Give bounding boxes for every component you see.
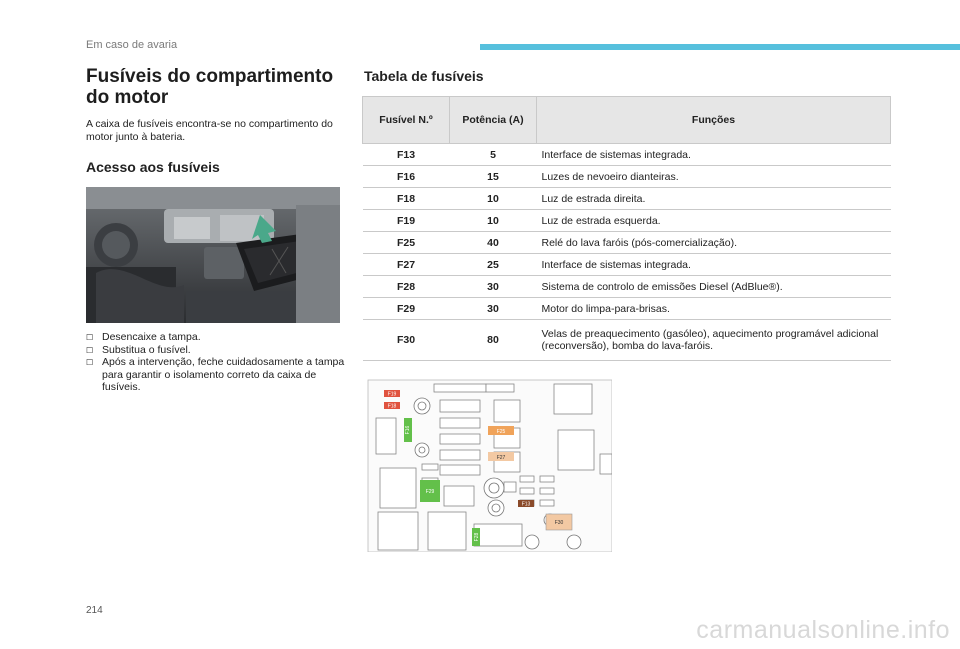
fuse-function: Sistema de controlo de emissões Diesel (… <box>536 275 891 298</box>
fuse-amps: 30 <box>449 297 537 320</box>
page-title: Fusíveis do compartimento do motor <box>86 66 334 108</box>
col-header-functions: Funções <box>536 96 891 144</box>
fuse-function: Velas de preaquecimento (gasóleo), aquec… <box>536 319 891 361</box>
fuse-function: Motor do limpa-para-brisas. <box>536 297 891 320</box>
fuse-amps: 40 <box>449 231 537 254</box>
engine-bay-photo <box>86 187 340 323</box>
fuse-f27-label: F27 <box>497 455 506 461</box>
fuse-f13-label: F13 <box>522 502 531 508</box>
checkbox-bullet-icon: ☐ <box>86 333 94 342</box>
col-header-amps: Potência (A) <box>449 96 537 144</box>
fuse-f29-label: F29 <box>426 489 435 495</box>
list-item: ☐Substitua o fusível. <box>86 343 191 356</box>
fuse-function: Interface de sistemas integrada. <box>536 143 891 166</box>
fuse-f18-label: F18 <box>388 404 397 410</box>
fuse-f28-label: F28 <box>474 532 480 541</box>
checkbox-bullet-icon: ☐ <box>86 345 94 355</box>
list-item: ☐Após a intervenção, feche cuidadosament… <box>86 356 345 393</box>
intro-text: A caixa de fusíveis encontra-se no compa… <box>86 118 333 143</box>
fuse-box-diagram: F19 F18 F16 F25 F27 F29 F13 F28 F30 <box>367 379 612 552</box>
fuse-f30-marker <box>545 513 573 531</box>
fuse-amps: 30 <box>449 275 537 298</box>
fuse-number: F29 <box>362 297 450 320</box>
fuse-number: F18 <box>362 187 450 210</box>
fuse-f19-marker <box>384 390 400 397</box>
fuse-number: F25 <box>362 231 450 254</box>
fuse-function: Luz de estrada esquerda. <box>536 209 891 232</box>
fuse-function: Interface de sistemas integrada. <box>536 253 891 276</box>
fuse-amps: 10 <box>449 209 537 232</box>
access-subtitle: Acesso aos fusíveis <box>86 159 220 175</box>
fuse-f13-marker <box>518 500 534 507</box>
fuse-amps: 15 <box>449 165 537 188</box>
checkbox-bullet-icon: ☐ <box>86 358 94 367</box>
fuse-amps: 10 <box>449 187 537 210</box>
page-number: 214 <box>86 605 103 616</box>
fuse-number: F13 <box>362 143 450 166</box>
fuse-number: F28 <box>362 275 450 298</box>
table-subtitle: Tabela de fusíveis <box>364 68 484 84</box>
fuse-number: F30 <box>362 319 450 361</box>
steps-list: ☐Desencaixe a tampa. ☐Substitua o fusíve… <box>86 331 346 394</box>
fuse-f25-marker <box>488 426 514 435</box>
header-accent-bar <box>480 44 960 50</box>
fuse-amps: 5 <box>449 143 537 166</box>
fuse-number: F16 <box>362 165 450 188</box>
fuse-amps: 80 <box>449 319 537 361</box>
fuse-function: Luz de estrada direita. <box>536 187 891 210</box>
fuse-function: Relé do lava faróis (pós-comercialização… <box>536 231 891 254</box>
fuse-f28-marker <box>472 528 480 546</box>
fuse-f25-label: F25 <box>497 429 506 435</box>
fuse-f18-marker <box>384 402 400 409</box>
fuse-f16-label: F16 <box>405 425 411 434</box>
fuse-amps: 25 <box>449 253 537 276</box>
fuse-f16-marker <box>404 418 412 442</box>
fuse-f19-label: F19 <box>388 392 397 398</box>
fuse-number: F19 <box>362 209 450 232</box>
fuse-f30-label: F30 <box>555 520 564 526</box>
list-item: ☐Desencaixe a tampa. <box>86 331 201 343</box>
watermark: carmanualsonline.info <box>696 616 950 644</box>
fuse-f29-marker <box>420 480 440 502</box>
col-header-fuse: Fusível N.º <box>362 96 450 144</box>
section-label: Em caso de avaria <box>86 39 178 51</box>
fuse-f27-marker <box>488 452 514 461</box>
table-header-row: Fusível N.º Potência (A) Funções <box>362 96 891 144</box>
fuse-function: Luzes de nevoeiro dianteiras. <box>536 165 891 188</box>
fuse-number: F27 <box>362 253 450 276</box>
